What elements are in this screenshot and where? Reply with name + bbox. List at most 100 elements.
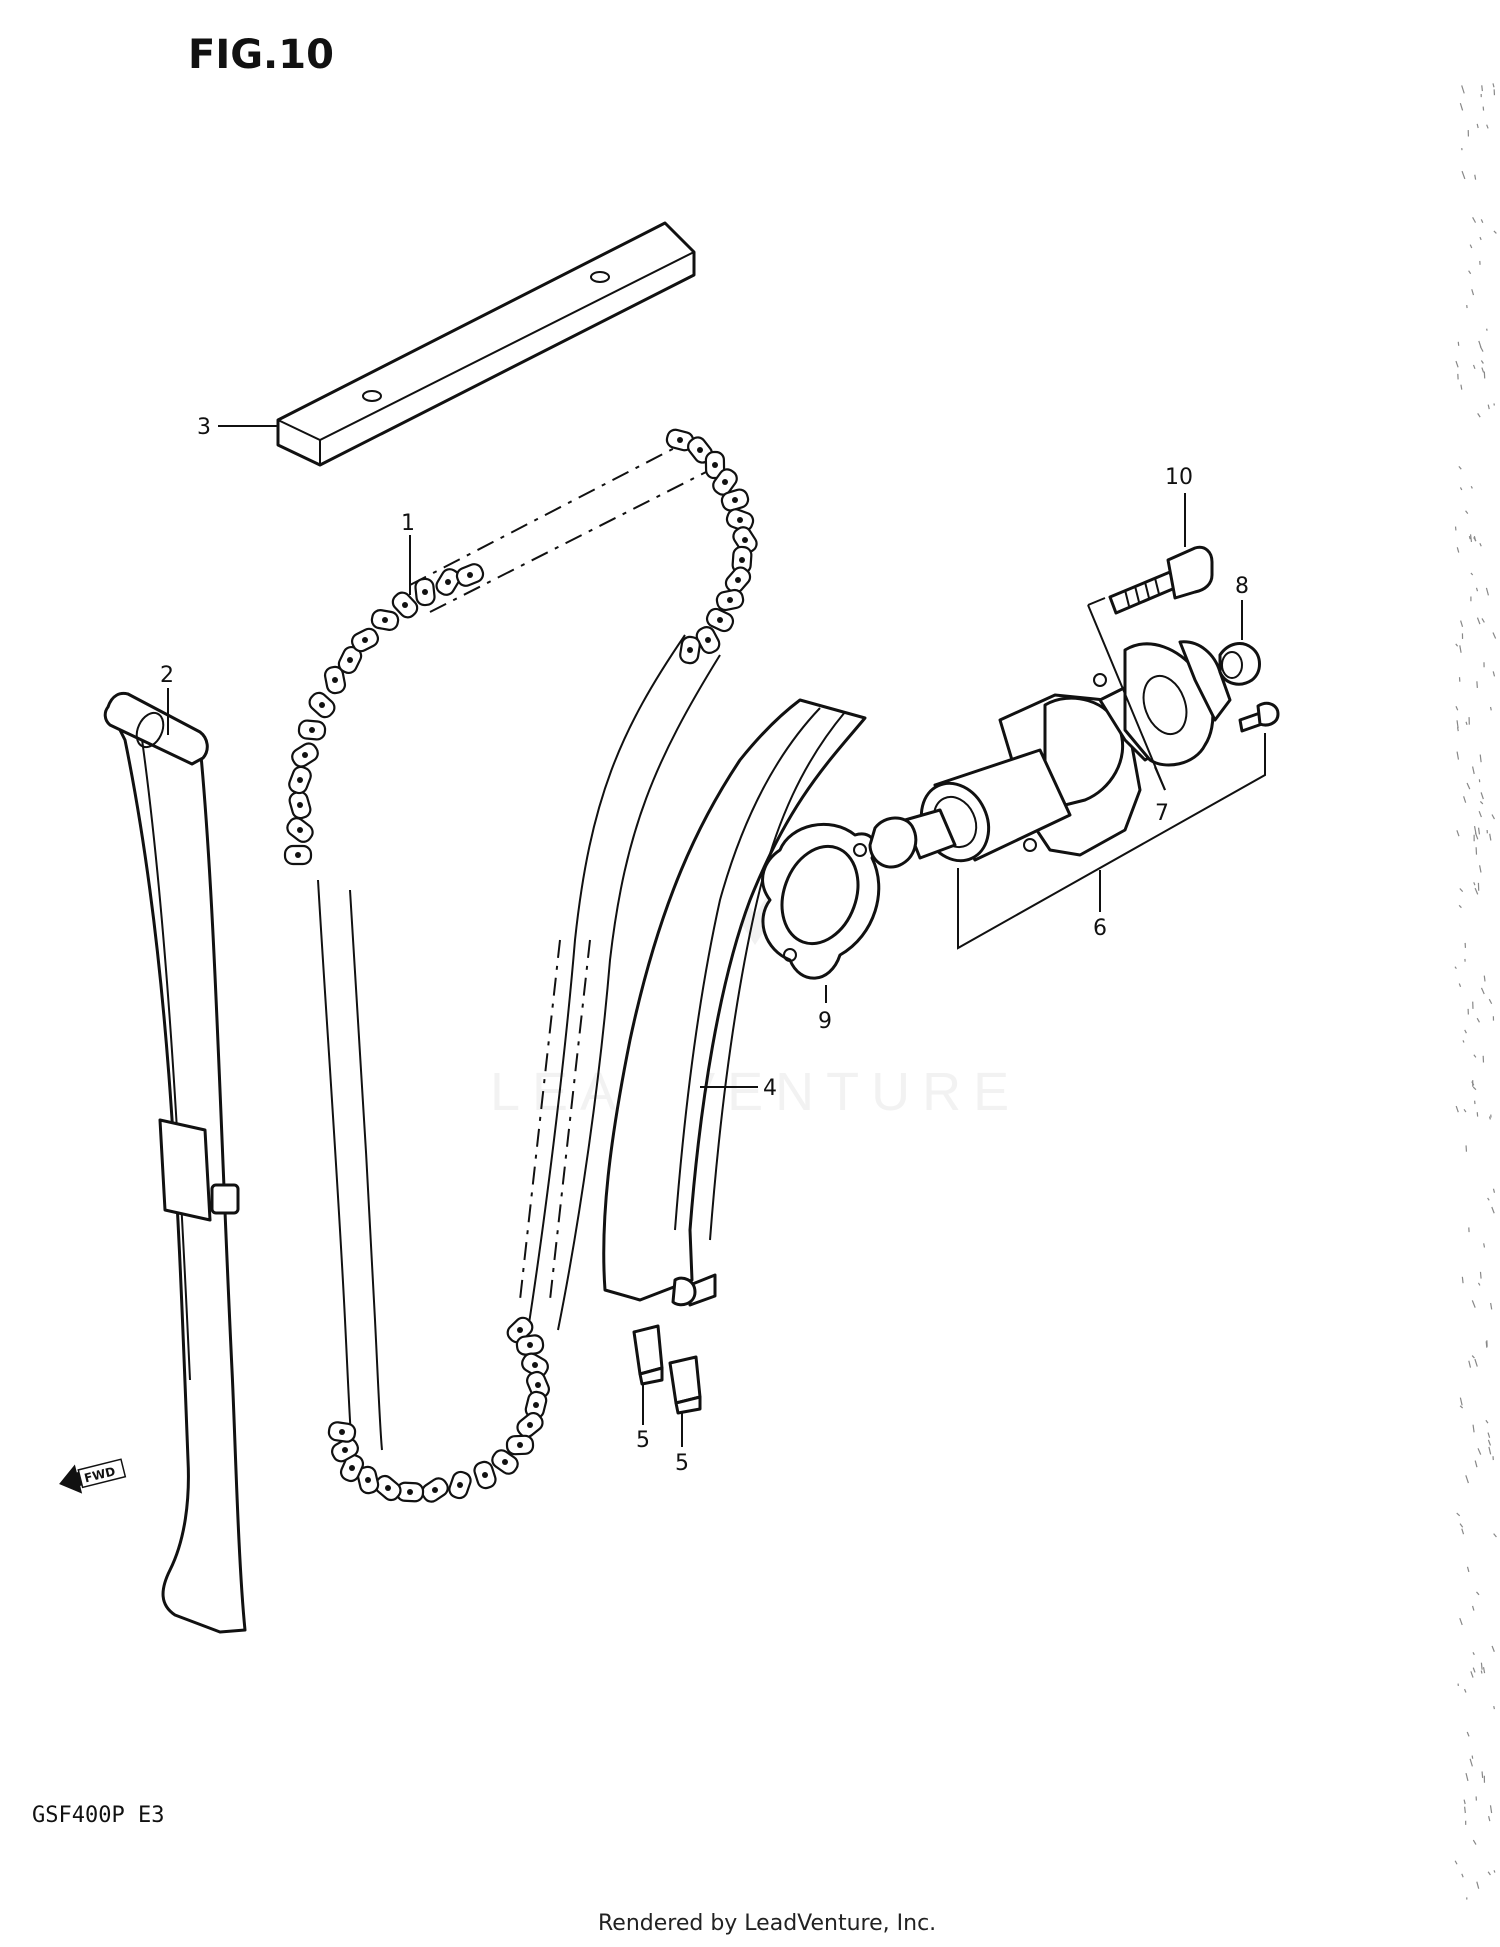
- tensioner-gasket[interactable]: [761, 822, 881, 980]
- callout-10[interactable]: 10: [1165, 465, 1193, 490]
- speckle-mark: [1472, 364, 1476, 370]
- speckle-mark: [1456, 1512, 1461, 1517]
- speckle-mark: [1485, 587, 1490, 596]
- speckle-mark: [1456, 751, 1460, 760]
- speckle-mark: [1481, 367, 1485, 373]
- chain-link-pin: [467, 572, 473, 578]
- tensioner-bolt[interactable]: [1108, 545, 1214, 615]
- speckle-mark: [1477, 1448, 1482, 1455]
- callout-leaders: [167, 425, 1266, 1447]
- speckle-mark: [1459, 645, 1462, 653]
- chain-link-pin: [297, 827, 303, 833]
- speckle-mark: [1459, 487, 1463, 491]
- callout-1[interactable]: 1: [401, 511, 415, 536]
- chain-link-pin: [302, 752, 308, 758]
- callout-6[interactable]: 6: [1093, 916, 1107, 941]
- cam-chain-guide-left[interactable]: [103, 691, 247, 1634]
- speckle-mark: [1483, 1243, 1486, 1248]
- chain-link-pin: [422, 589, 428, 595]
- speckle-mark: [1473, 882, 1476, 886]
- callout-4[interactable]: 4: [763, 1076, 777, 1101]
- callout-7[interactable]: 7: [1155, 801, 1169, 826]
- cam-chain[interactable]: [283, 428, 759, 1505]
- callout-9[interactable]: 9: [818, 1009, 832, 1034]
- speckle-mark: [1471, 289, 1475, 296]
- speckle-mark: [1476, 1591, 1480, 1596]
- callout-2[interactable]: 2: [160, 663, 174, 688]
- speckle-mark: [1454, 1860, 1458, 1865]
- speckle-mark: [1478, 810, 1482, 818]
- speckle-mark: [1465, 721, 1468, 725]
- chain-link-pin: [705, 637, 711, 643]
- chain-tensioner-guide[interactable]: [602, 698, 867, 1307]
- speckle-mark: [1454, 966, 1457, 970]
- chain-link-pin: [342, 1447, 348, 1453]
- speckle-mark: [1461, 170, 1466, 180]
- callout-5b[interactable]: 5: [675, 1451, 689, 1476]
- speckle-mark: [1487, 1197, 1490, 1201]
- chain-link-pin: [739, 557, 745, 563]
- speckle-mark: [1461, 1528, 1465, 1535]
- speckle-mark: [1485, 1419, 1489, 1424]
- speckle-mark: [1493, 1533, 1497, 1538]
- speckle-mark: [1459, 1397, 1463, 1406]
- speckle-mark: [1479, 542, 1482, 547]
- tensioner-cap-gasket[interactable]: [1123, 640, 1232, 767]
- speckle-mark: [1493, 230, 1497, 234]
- chain-link-pin: [735, 577, 741, 583]
- speckle-mark: [1466, 782, 1471, 790]
- chain-link-pin: [319, 702, 325, 708]
- speckle-mark: [1479, 346, 1484, 352]
- chain-link-pin: [535, 1382, 541, 1388]
- speckle-mark: [1479, 800, 1484, 805]
- speckle-mark: [1472, 1839, 1477, 1845]
- chain-link-pin: [382, 617, 388, 623]
- speckle-mark: [1463, 796, 1467, 803]
- speckle-mark: [1480, 792, 1484, 800]
- speckle-mark: [1472, 1652, 1475, 1656]
- speckle-mark: [1479, 236, 1482, 241]
- dowel-pin-a[interactable]: [632, 1324, 664, 1386]
- speckle-mark: [1471, 1755, 1474, 1759]
- callout-8[interactable]: 8: [1235, 574, 1249, 599]
- dowel-pin-b[interactable]: [668, 1355, 702, 1415]
- speckle-mark: [1473, 1054, 1477, 1058]
- speckle-mark: [1461, 85, 1465, 94]
- speckle-mark: [1478, 340, 1482, 348]
- speckle-mark: [1456, 830, 1460, 837]
- chain-link-pin: [722, 479, 728, 485]
- speckle-mark: [1456, 720, 1459, 729]
- chain-link-pin: [742, 537, 748, 543]
- callout-3[interactable]: 3: [197, 415, 211, 440]
- speckle-mark: [1470, 572, 1474, 576]
- speckle-mark: [1459, 1617, 1463, 1626]
- chain-link-pin: [712, 462, 718, 468]
- speckle-mark: [1463, 1688, 1467, 1693]
- chain-link-pin: [737, 517, 743, 523]
- chain-link-pin: [732, 497, 738, 503]
- cam-chain-guide-top[interactable]: [276, 221, 696, 467]
- speckle-mark: [1473, 537, 1477, 542]
- tensioner-screw[interactable]: [1238, 701, 1280, 733]
- fwd-arrow-icon: FWD: [59, 1458, 127, 1494]
- callout-5a[interactable]: 5: [636, 1428, 650, 1453]
- speckle-mark: [1458, 465, 1462, 470]
- speckle-mark: [1492, 1188, 1496, 1193]
- speckle-mark: [1469, 534, 1473, 542]
- chain-link-pin: [677, 437, 683, 443]
- speckle-mark: [1472, 217, 1477, 223]
- speckle-mark: [1458, 983, 1462, 988]
- speckle-mark: [1459, 103, 1464, 111]
- tensioner-cap[interactable]: [1218, 642, 1261, 686]
- speckle-mark: [1462, 1040, 1465, 1043]
- speckle-mark: [1486, 124, 1489, 129]
- speckle-mark: [1470, 1671, 1474, 1678]
- speckle-mark: [1475, 587, 1479, 592]
- callout-labels: 1 2 3 4 5 5 6 7 8 9 10: [160, 415, 1249, 1476]
- chain-link-pin: [347, 657, 353, 663]
- speckle-mark: [1455, 643, 1459, 647]
- speckle-mark: [1480, 1662, 1483, 1670]
- speckle-mark: [1493, 1870, 1496, 1873]
- chain-link-pin: [457, 1482, 463, 1488]
- speckle-mark: [1474, 174, 1477, 180]
